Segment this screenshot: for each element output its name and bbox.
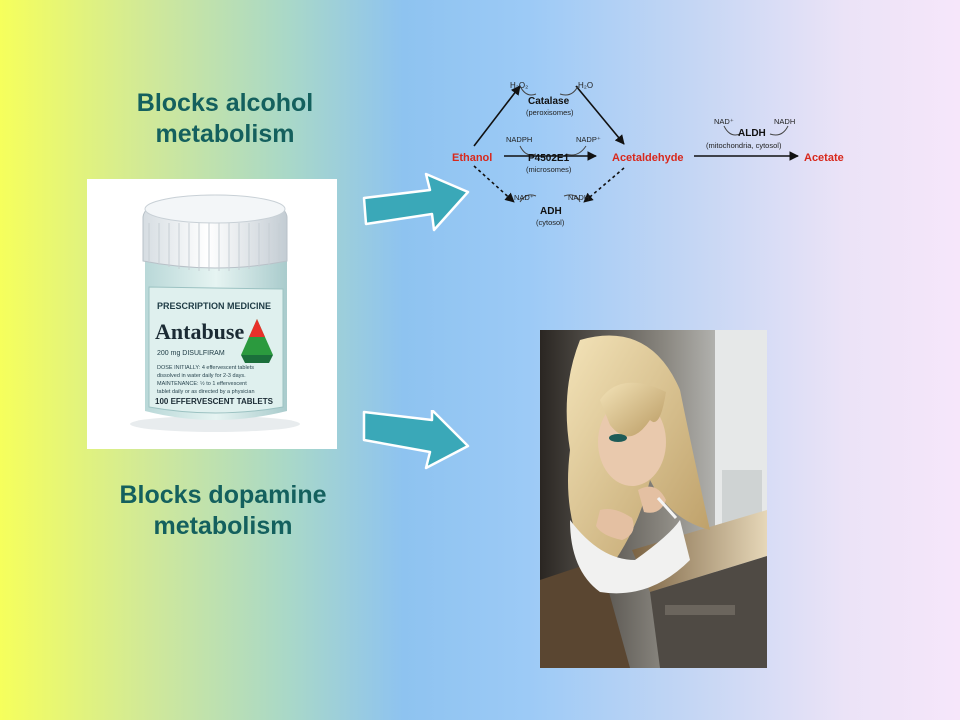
bottle-dose-text: 200 mg DISULFIRAM xyxy=(157,350,225,357)
bottle-brand-text: Antabuse xyxy=(155,319,244,344)
adh-enzyme-label: ADH xyxy=(540,206,562,217)
p450-location-label: (microsomes) xyxy=(526,165,572,174)
heading-blocks-alcohol: Blocks alcohol metabolism xyxy=(136,89,314,148)
woman-photo xyxy=(540,330,767,668)
catalase-output-label: H₂O xyxy=(578,81,593,90)
catalase-location-label: (peroxisomes) xyxy=(526,108,574,117)
heading-blocks-dopamine: Blocks dopamine metabolism xyxy=(119,481,327,540)
p450-enzyme-label: P4502E1 xyxy=(528,153,570,164)
acetaldehyde-label: Acetaldehyde xyxy=(612,152,684,164)
aldh-enzyme-label: ALDH xyxy=(738,128,766,139)
antabuse-bottle-photo: PRESCRIPTION MEDICINE Antabuse 200 mg DI… xyxy=(87,179,337,449)
bottle-directions-1: DOSE INITIALLY: 4 effervescent tablets xyxy=(157,365,254,371)
acetate-label: Acetate xyxy=(804,152,844,164)
ethanol-label: Ethanol xyxy=(452,152,492,164)
aldh-location-label: (mitochondria, cytosol) xyxy=(706,141,782,150)
bottle-directions-4: tablet daily or as directed by a physici… xyxy=(157,389,255,395)
arrow-to-pathway-icon xyxy=(362,172,470,232)
bottle-directions-2: dissolved in water daily for 2-3 days. xyxy=(157,373,246,379)
arrow-to-woman-photo-icon xyxy=(362,410,470,470)
catalase-enzyme-label: Catalase xyxy=(528,96,570,107)
adh-output-label: NADH xyxy=(568,193,589,202)
bottle-footer-text: 100 EFFERVESCENT TABLETS xyxy=(155,397,274,406)
adh-input-label: NAD⁺ xyxy=(514,193,534,202)
p450-input-label: NADPH xyxy=(506,135,532,144)
catalase-input-label: H₂O₂ xyxy=(510,81,528,90)
aldh-input-label: NAD⁺ xyxy=(714,117,734,126)
alcohol-metabolism-pathway-diagram: H₂O₂ H₂O Catalase (peroxisomes) NADPH NA… xyxy=(452,81,844,227)
aldh-output-label: NADH xyxy=(774,117,795,126)
bottle-header-text: PRESCRIPTION MEDICINE xyxy=(157,301,271,311)
p450-output-label: NADP⁺ xyxy=(576,135,601,144)
adh-location-label: (cytosol) xyxy=(536,218,565,227)
bottle-directions-3: MAINTENANCE: ½ to 1 effervescent xyxy=(157,380,247,387)
